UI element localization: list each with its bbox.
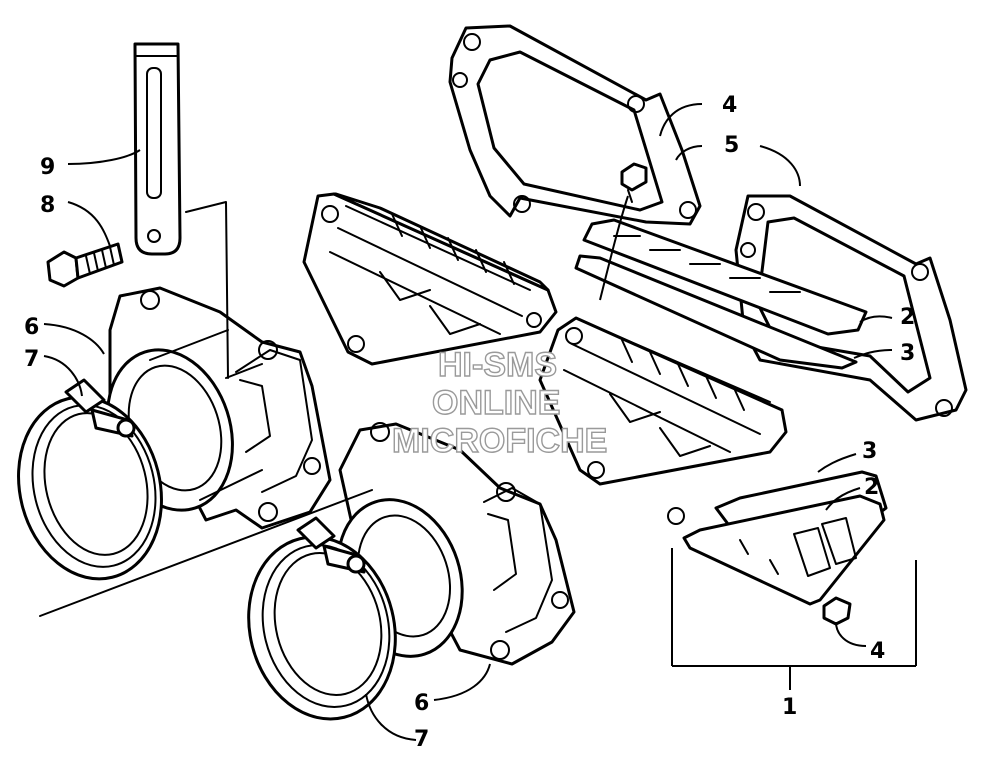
callout-2-upper: 2 xyxy=(900,305,915,330)
bracket-part xyxy=(133,42,182,256)
callout-4-upper: 4 xyxy=(722,93,737,118)
callout-7-right: 7 xyxy=(414,727,429,752)
watermark-line-1: HI-SMS xyxy=(438,346,557,384)
callout-4-lower: 4 xyxy=(870,639,885,664)
reed-petal-upper xyxy=(574,218,868,370)
callout-labels: 9 8 6 7 4 5 2 3 3 2 4 1 6 7 xyxy=(24,93,915,752)
leader-lines xyxy=(43,103,917,741)
watermark-line-2: ONLINE xyxy=(432,384,560,422)
reed-petal-lower xyxy=(682,470,888,606)
callout-6-left: 6 xyxy=(24,315,39,340)
callout-3-lower: 3 xyxy=(862,439,877,464)
callout-3-upper: 3 xyxy=(900,341,915,366)
callout-1: 1 xyxy=(782,695,797,720)
reed-valve-upper xyxy=(302,192,558,366)
bolt-part xyxy=(46,242,124,288)
callout-6-right: 6 xyxy=(414,691,429,716)
gasket-upper xyxy=(448,24,702,226)
hose-clamp-left xyxy=(17,378,163,581)
callout-9: 9 xyxy=(40,155,55,180)
callout-2-lower: 2 xyxy=(864,475,879,500)
callout-5: 5 xyxy=(724,133,739,158)
callout-8: 8 xyxy=(40,193,55,218)
hose-clamp-right xyxy=(247,516,397,721)
screw-upper xyxy=(620,162,648,203)
watermark-line-3: MICROFICHE xyxy=(392,422,607,460)
callout-7-left: 7 xyxy=(24,347,39,372)
watermark: HI-SMS ONLINE MICROFICHE xyxy=(391,345,608,460)
reed-valve-lower xyxy=(538,316,788,525)
screw-lower xyxy=(822,596,852,626)
